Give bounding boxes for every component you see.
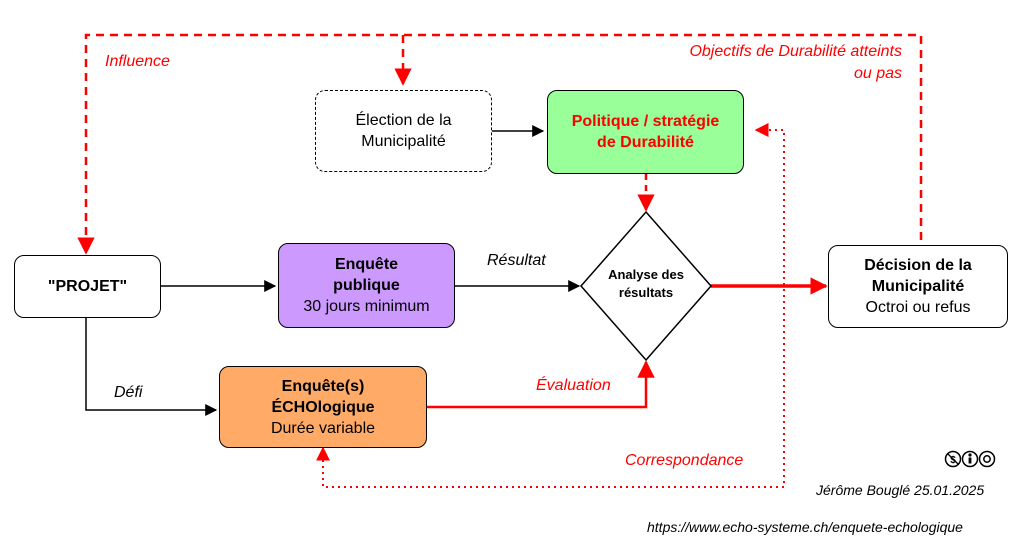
politique-line2: de Durabilité bbox=[597, 134, 694, 151]
evaluation-label: Évaluation bbox=[536, 377, 611, 394]
objectifs-line1: Objectifs de Durabilité atteints bbox=[689, 43, 902, 60]
projet-label: "PROJET" bbox=[47, 278, 128, 295]
decision-line3: Octroi ou refus bbox=[865, 299, 971, 316]
enquete-publique-node: Enquête publique 30 jours minimum bbox=[278, 243, 455, 328]
defi-arrow bbox=[85, 318, 218, 416]
objectifs-line2: ou pas bbox=[853, 65, 902, 82]
cc-by-nc-icon: $ bbox=[944, 450, 996, 468]
objectifs-label: Objectifs de Durabilité atteints ou pas bbox=[600, 41, 902, 85]
author-credit: Jérôme Bouglé 25.01.2025 bbox=[816, 482, 985, 498]
analyse-line2: résultats bbox=[618, 285, 674, 300]
enquete-echo-line1: Enquête(s) bbox=[281, 377, 365, 395]
enquete-publique-line3: 30 jours minimum bbox=[303, 298, 430, 315]
enquete-echo-line3: Durée variable bbox=[270, 419, 376, 437]
decision-node: Décision de la Municipalité Octroi ou re… bbox=[828, 245, 1008, 328]
enquete-publique-line2: publique bbox=[333, 277, 400, 294]
election-line1: Élection de la bbox=[355, 112, 452, 129]
defi-label: Défi bbox=[114, 384, 143, 401]
election-node: Élection de la Municipalité bbox=[315, 90, 492, 172]
analyse-label: Analyse des résultats bbox=[590, 266, 702, 302]
resultat-label: Résultat bbox=[487, 252, 546, 269]
objectifs-loop-arrow bbox=[77, 33, 923, 255]
analyse-diamond bbox=[580, 210, 712, 362]
election-line2: Municipalité bbox=[361, 133, 446, 150]
source-url[interactable]: https://www.echo-systeme.ch/enquete-echo… bbox=[647, 519, 963, 535]
correspondance-label: Correspondance bbox=[625, 452, 744, 469]
politique-node: Politique / stratégie de Durabilité bbox=[547, 90, 744, 174]
svg-text:$: $ bbox=[950, 455, 956, 466]
enquete-echo-line2: ÉCHOlogique bbox=[271, 398, 375, 416]
decision-line2: Municipalité bbox=[871, 278, 965, 295]
decision-line1: Décision de la bbox=[864, 257, 972, 274]
politique-line1: Politique / stratégie bbox=[571, 113, 720, 130]
projet-node: "PROJET" bbox=[14, 255, 161, 318]
influence-label: Influence bbox=[105, 53, 170, 70]
enquete-echo-node: Enquête(s) ÉCHOlogique Durée variable bbox=[219, 366, 427, 448]
enquete-publique-line1: Enquête bbox=[334, 256, 399, 273]
correspondance-arrow bbox=[316, 123, 785, 488]
analyse-line1: Analyse des bbox=[608, 267, 684, 282]
